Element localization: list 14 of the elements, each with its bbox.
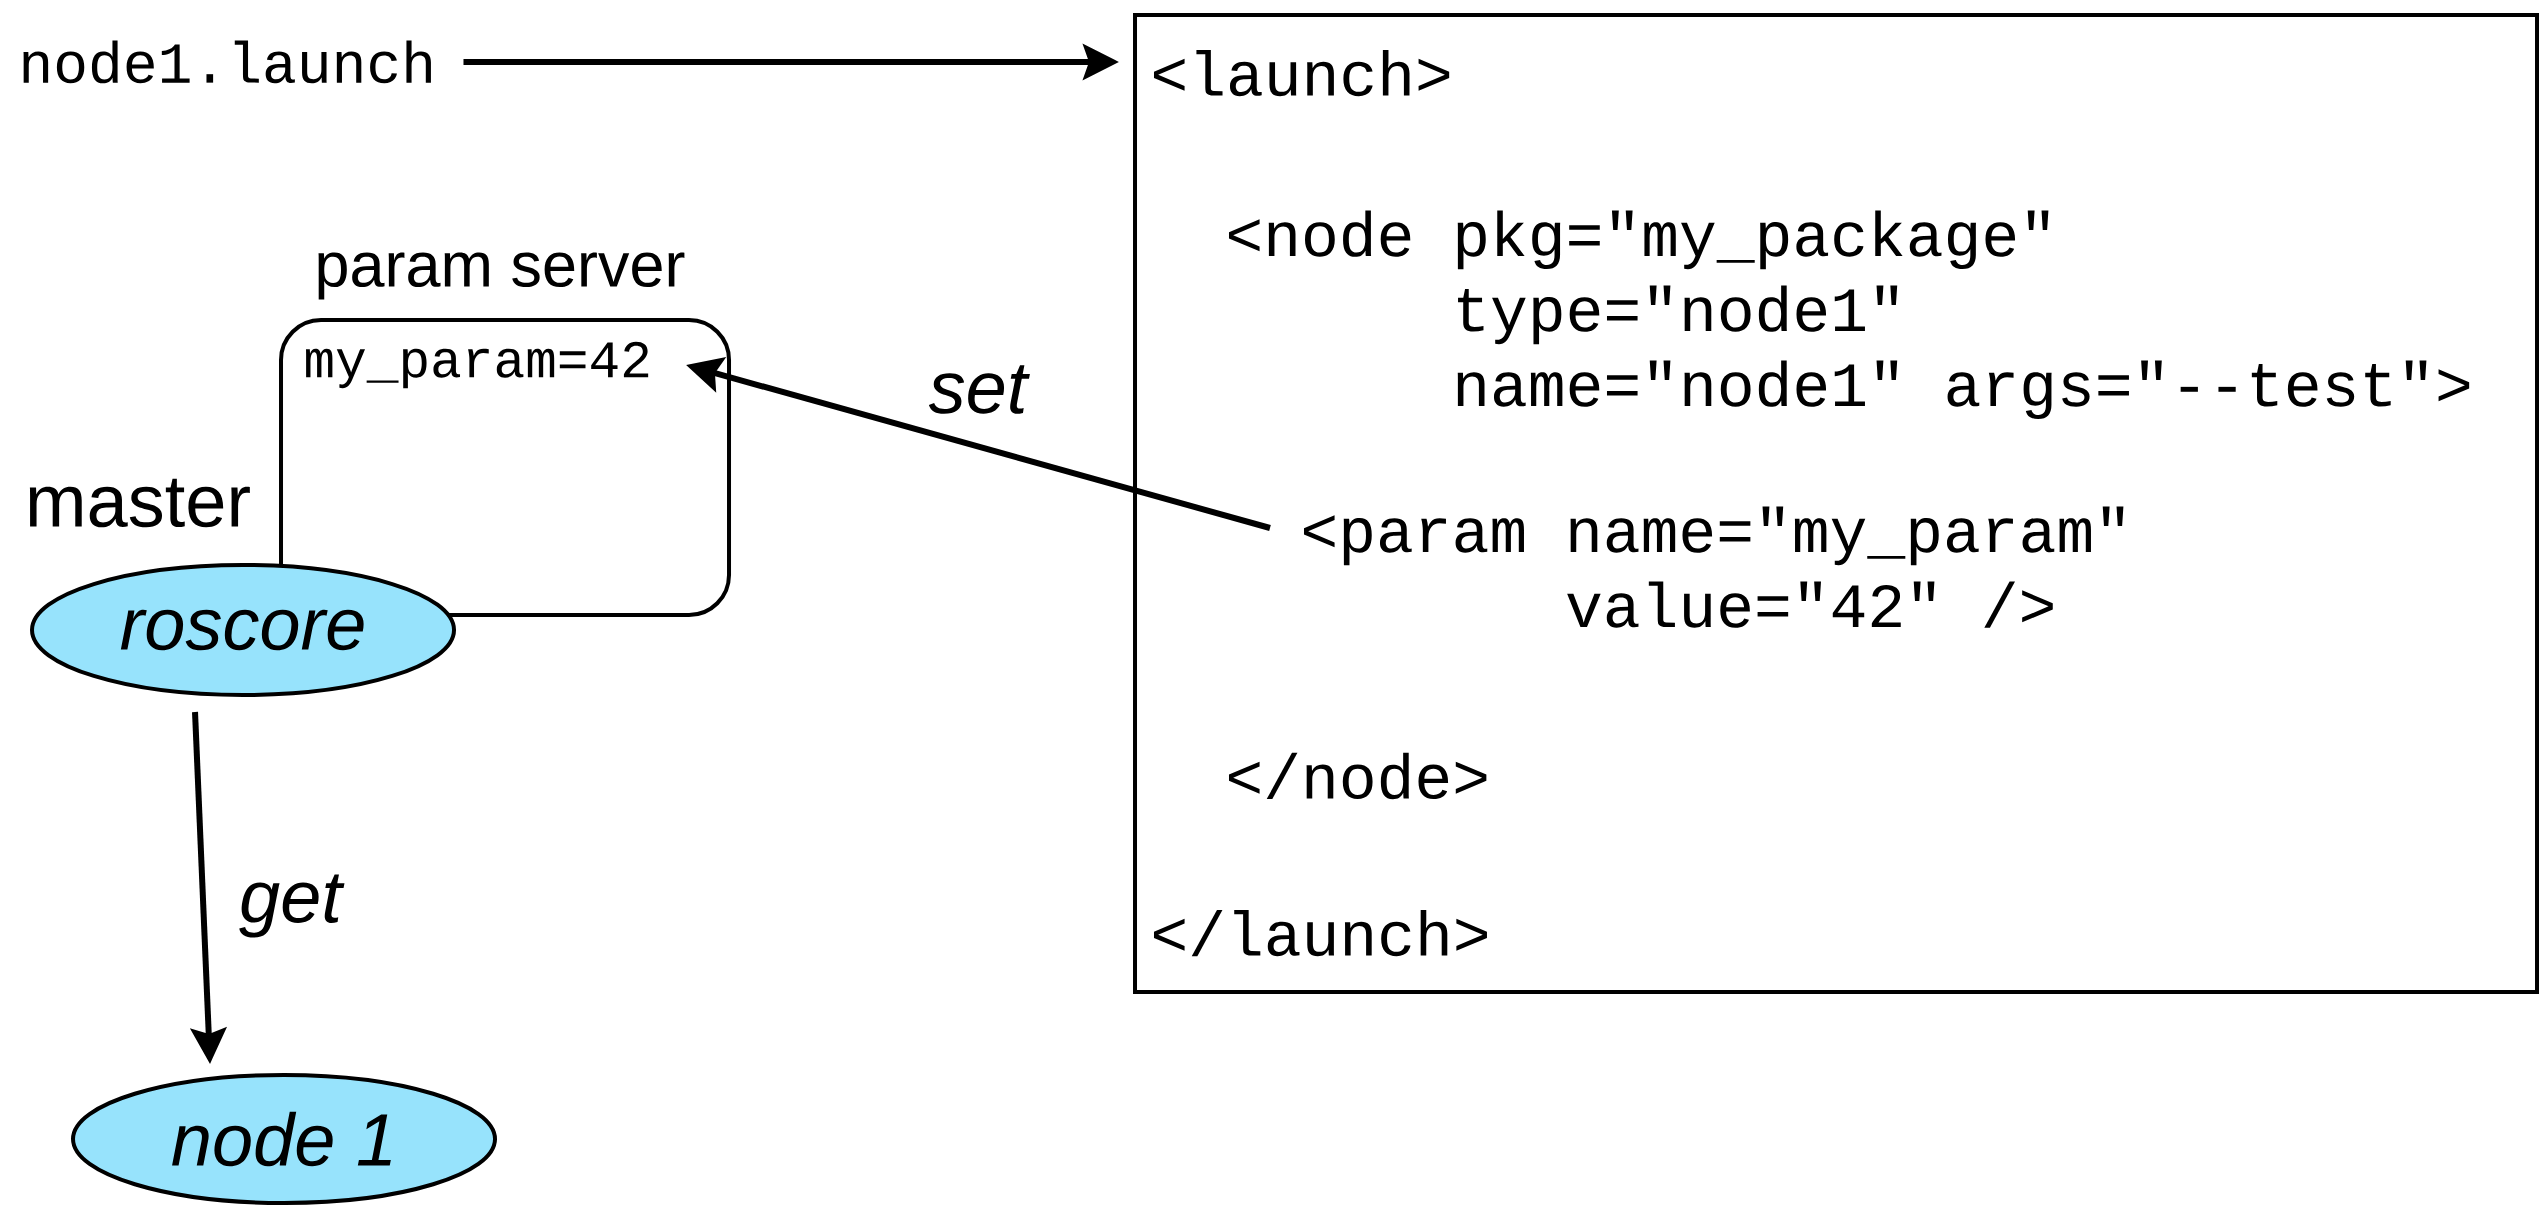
code-line: <node pkg="my_package" type="node1" name="node1" args="--test"> bbox=[1229, 210, 2470, 420]
box-text: my_param=42 bbox=[305, 341, 649, 389]
code-line: </launch> bbox=[1154, 909, 1487, 957]
edge-label: get bbox=[235, 870, 346, 942]
ellipse-node: node 1 bbox=[71, 1073, 497, 1205]
box-heading: param server bbox=[318, 252, 685, 300]
code-line: <param name="my_param" value="42" /> bbox=[1304, 506, 2124, 628]
ellipse-node: roscore bbox=[30, 563, 456, 697]
code-line: </node> bbox=[1229, 752, 1487, 800]
edge-label: set bbox=[924, 361, 1032, 418]
code-line: <launch> bbox=[1154, 49, 1450, 97]
code-box bbox=[1133, 13, 2539, 994]
file-name: node1.launch bbox=[23, 40, 431, 84]
node-caption: master bbox=[29, 478, 250, 528]
